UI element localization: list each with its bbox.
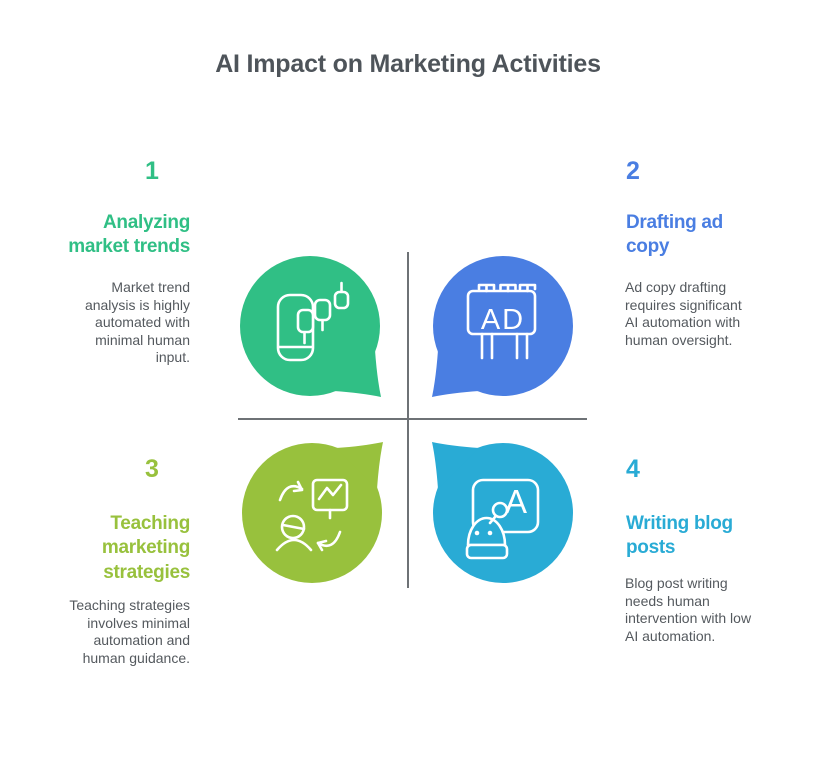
- quadrant-3-description: Teaching strategies involves minimal aut…: [69, 597, 190, 666]
- quadrant-1-description: Market trend analysis is highly automate…: [84, 279, 190, 365]
- page-title: AI Impact on Marketing Activities: [215, 50, 601, 78]
- letter-a-label: A: [505, 483, 527, 520]
- speech-bubble-market-trends: [240, 256, 381, 397]
- speech-bubble-ad-copy: AD: [432, 256, 573, 397]
- quadrant-divider-horizontal: [238, 418, 587, 420]
- speech-bubble-blog-posts: A: [432, 442, 573, 583]
- quadrant-1-title: Analyzing market trends: [68, 212, 190, 258]
- quadrant-divider-vertical: [407, 252, 409, 588]
- step-number-4: 4: [626, 455, 640, 483]
- step-number-1: 1: [145, 157, 159, 185]
- ad-billboard-icon: AD: [466, 283, 537, 360]
- phone-candlestick-chart-icon: [276, 281, 350, 362]
- step-number-3: 3: [145, 455, 159, 483]
- quadrant-4-description: Blog post writing needs human interventi…: [625, 575, 752, 644]
- quadrant-2-description: Ad copy drafting requires significant AI…: [625, 279, 742, 348]
- speech-bubble-teaching: [242, 442, 383, 583]
- step-number-2: 2: [626, 157, 640, 185]
- ad-label: AD: [481, 304, 525, 336]
- quadrant-4-title: Writing blog posts: [626, 513, 733, 559]
- ai-writing-board-icon: A: [465, 478, 540, 560]
- quadrant-2-title: Drafting ad copy: [626, 212, 723, 258]
- training-cycle-icon: [275, 478, 349, 552]
- quadrant-3-title: Teaching marketing strategies: [101, 513, 190, 583]
